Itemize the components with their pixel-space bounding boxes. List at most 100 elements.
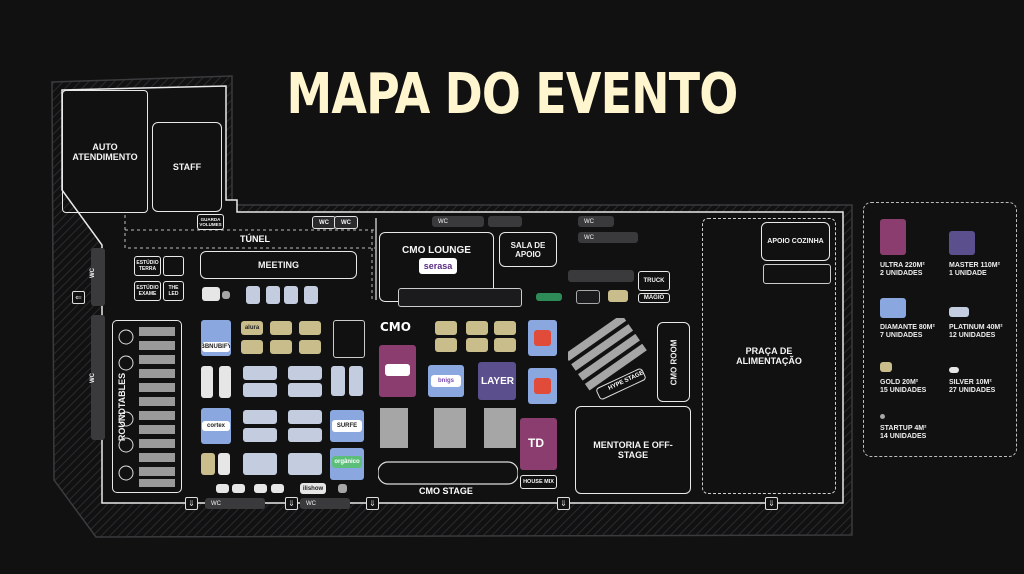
staff-label: STAFF <box>172 162 202 172</box>
guarda-volumes-zone[interactable]: GUARDA VOLUMES <box>197 214 224 230</box>
booth-theled[interactable] <box>333 320 365 358</box>
wc-top-5[interactable]: WC <box>578 232 638 243</box>
wc-label: WC <box>438 218 448 225</box>
wc-left-1-label: WC <box>90 268 96 278</box>
staff-zone[interactable]: STAFF <box>152 122 222 212</box>
house-mix[interactable]: HOUSE MIX <box>520 475 557 489</box>
auto-atendimento-label: AUTO ATENDIMENTO <box>72 141 138 162</box>
stand-13 <box>331 366 345 396</box>
stand-18 <box>288 428 322 442</box>
stand-33 <box>284 286 298 304</box>
stand-6 <box>299 340 321 354</box>
stand-12 <box>288 383 322 397</box>
stand-35 <box>608 290 628 302</box>
stand-19 <box>201 453 215 475</box>
wc-top-3[interactable]: WC <box>432 216 484 227</box>
stand-2 <box>270 321 292 335</box>
stand-38 <box>494 321 516 335</box>
exit-bottom-2-icon[interactable]: ⇓ <box>285 497 298 510</box>
stand-28 <box>202 287 220 301</box>
brand-alura: alura <box>241 321 263 335</box>
apoio-cozinha-label: APOIO COZINHA <box>767 238 824 245</box>
cmo-stage-seating <box>378 408 518 485</box>
brand-small <box>536 293 562 301</box>
exit-bottom-1-icon[interactable]: ⇓ <box>185 497 198 510</box>
sala-apoio-zone[interactable]: SALA DE APOIO <box>499 232 557 267</box>
hype-stage-seating <box>568 318 647 400</box>
wc-label: WC <box>584 234 594 241</box>
stand-37 <box>466 321 488 335</box>
roundtables-grid <box>118 327 175 487</box>
wc-left-1[interactable] <box>91 248 105 306</box>
estudio-terra-label: ESTÚDIO TERRA <box>136 260 159 272</box>
cmo-room-zone[interactable] <box>657 322 690 402</box>
wc-top-1[interactable]: WC <box>312 216 336 229</box>
stand-25 <box>254 484 267 493</box>
legend-swatch <box>880 219 906 255</box>
stand-3 <box>299 321 321 335</box>
brand-bebullify: BBNUBIFY <box>202 342 230 352</box>
wc-bottom-2[interactable]: WC <box>300 498 350 509</box>
stand-24 <box>232 484 245 493</box>
stand-7 <box>201 366 213 398</box>
wc-top-2[interactable]: WC <box>334 216 358 229</box>
lounge-stands[interactable] <box>398 288 522 307</box>
legend-swatch <box>949 307 969 317</box>
guarda-volumes-label: GUARDA VOLUMES <box>199 217 222 227</box>
stand-40 <box>466 338 488 352</box>
estudio-terra[interactable]: ESTÚDIO TERRA <box>134 256 161 276</box>
wc-label: WC <box>319 219 329 226</box>
stand-26 <box>271 484 284 493</box>
stand-39 <box>435 338 457 352</box>
stand-27 <box>338 484 347 493</box>
stand-4 <box>241 340 263 354</box>
estudio-small[interactable] <box>163 256 184 276</box>
the-led-studio[interactable]: THE LED <box>163 281 184 301</box>
brand-organico: orgânico <box>332 456 362 468</box>
booth-td[interactable] <box>520 418 557 470</box>
roundtables-zone[interactable] <box>112 320 182 493</box>
exit-bottom-3-icon[interactable]: ⇓ <box>366 497 379 510</box>
praca-alimentacao-zone[interactable]: PRAÇA DE ALIMENTAÇÃO <box>702 218 836 494</box>
truck-label: TRUCK <box>643 278 665 284</box>
truck-zone[interactable]: TRUCK <box>638 271 670 291</box>
small-stands-row[interactable] <box>568 270 634 282</box>
wc-left-2[interactable] <box>91 315 105 440</box>
wc-top-bar <box>488 216 522 227</box>
apoio-cozinha-zone[interactable]: APOIO COZINHA <box>761 222 830 261</box>
ultra-1-logo <box>385 364 410 376</box>
estudio-exame[interactable]: ESTÚDIO EXAME <box>134 281 161 301</box>
cmo-lounge-label: CMO LOUNGE <box>402 245 471 256</box>
wc-label: WC <box>584 218 594 225</box>
mentoria-zone[interactable]: MENTORIA E OFF-STAGE <box>575 406 691 494</box>
stand-11 <box>288 366 322 380</box>
the-led-label: THE LED <box>168 285 179 297</box>
stand-8 <box>219 366 231 398</box>
magio-label: MAGIO <box>643 295 665 301</box>
booth-layer[interactable] <box>478 362 516 400</box>
stand-29 <box>222 291 230 299</box>
legend-swatch <box>880 362 892 372</box>
house-mix-label: HOUSE MIX <box>523 479 554 485</box>
stand-30 <box>246 286 260 304</box>
auto-atendimento-zone[interactable]: AUTO ATENDIMENTO <box>62 90 148 213</box>
stand-17 <box>288 410 322 424</box>
magio-zone[interactable]: MAGIO <box>638 293 670 303</box>
stand-22 <box>288 453 322 475</box>
wc-bottom-1[interactable]: WC <box>205 498 265 509</box>
exit-bottom-4-icon[interactable]: ⇓ <box>557 497 570 510</box>
exit-left-icon[interactable]: ⇐ <box>72 291 85 304</box>
brand-layer: LAYER <box>481 376 514 387</box>
mentoria-label: MENTORIA E OFF-STAGE <box>593 440 673 460</box>
stand-41 <box>494 338 516 352</box>
meeting-zone[interactable]: MEETING <box>200 251 357 279</box>
exit-bottom-5-icon[interactable]: ⇓ <box>765 497 778 510</box>
brand-bngs: bnigs <box>431 375 461 387</box>
wc-top-4[interactable]: WC <box>578 216 614 227</box>
brand-ilishow: ilishow <box>300 483 326 494</box>
wc-left-2-label: WC <box>90 373 96 383</box>
stand-32 <box>304 286 318 304</box>
